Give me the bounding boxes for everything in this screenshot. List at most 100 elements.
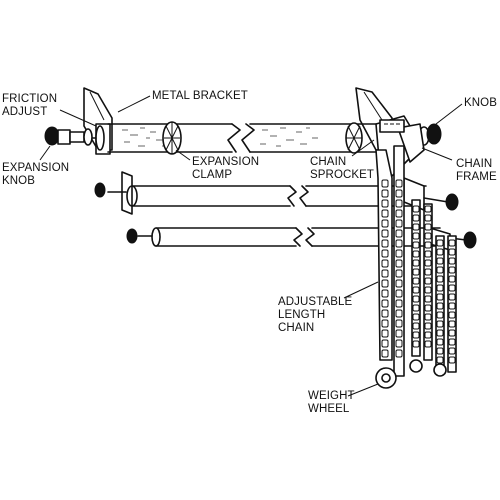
label-expansion-clamp-line1: EXPANSION <box>192 156 260 168</box>
label-chain-frame-line2: FRAME <box>456 171 497 183</box>
chain-link <box>412 232 420 240</box>
chain-link <box>436 320 444 328</box>
chain-link <box>412 241 420 249</box>
chain-link <box>381 259 389 268</box>
label-expansion-clamp-line2: CLAMP <box>192 169 233 181</box>
chain-link <box>395 179 403 188</box>
chain-link <box>424 268 432 276</box>
chain-link <box>424 250 432 258</box>
chain-link <box>412 331 420 339</box>
label-chain-sprocket-line2: SPROCKET <box>310 169 375 181</box>
chain-link <box>424 295 432 303</box>
label-adjustable-length-chain: ADJUSTABLE LENGTH CHAIN <box>278 296 352 335</box>
chain-link <box>412 295 420 303</box>
chain-link <box>436 338 444 346</box>
label-friction-adjust-line2: ADJUST <box>2 106 48 118</box>
label-expansion-knob-line2: KNOB <box>2 175 35 187</box>
leader-lines <box>39 95 463 397</box>
chain-link <box>395 259 403 268</box>
chain-link <box>395 199 403 208</box>
chain-link <box>381 289 389 298</box>
chain-link <box>424 241 432 249</box>
chain-link <box>436 302 444 310</box>
chain-link <box>395 309 403 318</box>
label-knob-text: KNOB <box>464 97 497 109</box>
chain-link <box>395 239 403 248</box>
chain-link <box>424 277 432 285</box>
chain-link <box>412 286 420 294</box>
chain-link <box>381 239 389 248</box>
chain-link <box>448 302 456 310</box>
chain-link <box>424 331 432 339</box>
label-adjustable-line3: CHAIN <box>278 322 315 334</box>
chain-link <box>436 248 444 256</box>
chain-link <box>395 229 403 238</box>
chain-link <box>448 311 456 319</box>
label-chain-sprocket: CHAIN SPROCKET <box>310 156 374 182</box>
chain-link <box>448 284 456 292</box>
chain-link <box>424 259 432 267</box>
label-weight-wheel-line2: WHEEL <box>308 403 350 415</box>
chain-link <box>436 329 444 337</box>
label-metal-bracket-text: METAL BRACKET <box>152 90 248 102</box>
chain-link <box>381 269 389 278</box>
chain-link <box>424 322 432 330</box>
label-chain-frame-line1: CHAIN <box>456 158 493 170</box>
expansion-clamp <box>95 121 182 155</box>
chain-link <box>381 309 389 318</box>
chain-link <box>436 257 444 265</box>
chain-link <box>381 349 389 358</box>
chain-link <box>395 289 403 298</box>
chain-link <box>436 266 444 274</box>
chain-link <box>448 239 456 247</box>
chain-link <box>381 209 389 218</box>
label-knob: KNOB <box>464 97 497 110</box>
chain-link <box>424 304 432 312</box>
label-expansion-clamp: EXPANSION CLAMP <box>192 156 259 182</box>
label-adjustable-line1: ADJUSTABLE <box>278 296 353 308</box>
chain-link <box>412 223 420 231</box>
label-metal-bracket: METAL BRACKET <box>152 90 248 103</box>
chain-link <box>412 277 420 285</box>
chain-link <box>381 189 389 198</box>
chain-link <box>395 279 403 288</box>
chain-link <box>381 279 389 288</box>
chain-link <box>381 319 389 328</box>
chain-link <box>381 199 389 208</box>
chain-link <box>448 257 456 265</box>
chain-link <box>395 299 403 308</box>
expansion-knob <box>44 126 97 146</box>
chain-link <box>448 347 456 355</box>
chain-link <box>395 249 403 258</box>
chain-link <box>424 232 432 240</box>
chain-link <box>395 329 403 338</box>
chain-link <box>424 223 432 231</box>
chain-link <box>395 269 403 278</box>
chain-link <box>448 338 456 346</box>
chain-link <box>436 347 444 355</box>
chain-link <box>381 219 389 228</box>
chain-link <box>448 275 456 283</box>
adjustable-length-chain <box>375 145 405 377</box>
label-weight-wheel-line1: WEIGHT <box>308 390 355 402</box>
chain-link <box>424 286 432 294</box>
chain-link <box>412 268 420 276</box>
chain-link <box>424 205 432 213</box>
label-friction-adjust: FRICTION ADJUST <box>2 93 57 119</box>
chain-link <box>412 259 420 267</box>
chain-link <box>436 356 444 364</box>
chain-link <box>395 219 403 228</box>
chain-link <box>395 189 403 198</box>
weight-wheel <box>375 367 397 389</box>
chain-link <box>448 356 456 364</box>
chain-link <box>395 339 403 348</box>
secondary-chain <box>411 199 457 373</box>
label-friction-adjust-line1: FRICTION <box>2 93 58 105</box>
chain-link <box>381 299 389 308</box>
chain-link <box>436 275 444 283</box>
chain-link <box>448 320 456 328</box>
chain-link <box>381 229 389 238</box>
chain-link <box>381 249 389 258</box>
chain-link <box>424 214 432 222</box>
